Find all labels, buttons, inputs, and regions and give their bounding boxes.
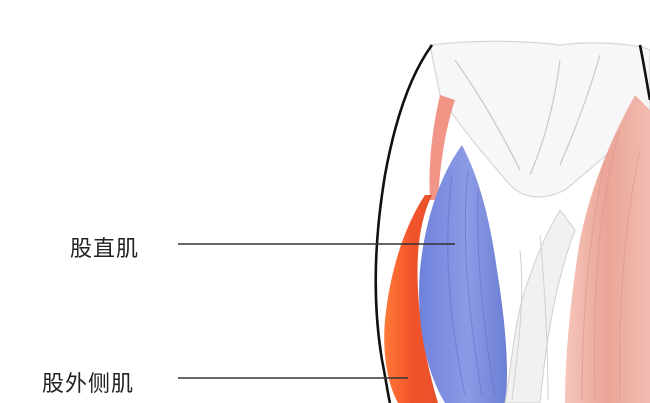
thigh-outline [374,44,434,403]
inner-thigh-lines [511,234,549,401]
inner-thigh-region [504,209,576,403]
vastus-lateralis [384,195,438,403]
opposite-thigh-fibers [581,129,641,401]
rectus-femoris-fibers [447,169,496,396]
rectus-femoris-label: 股直肌 [70,237,140,262]
vastus-lateralis-label: 股外侧肌 [42,372,135,397]
rectus-femoris [419,145,508,403]
groin-detail [454,54,601,176]
opposite-thigh-outline [638,44,650,101]
upper-lateral-muscle [429,95,455,200]
opposite-thigh-muscles [565,95,650,403]
